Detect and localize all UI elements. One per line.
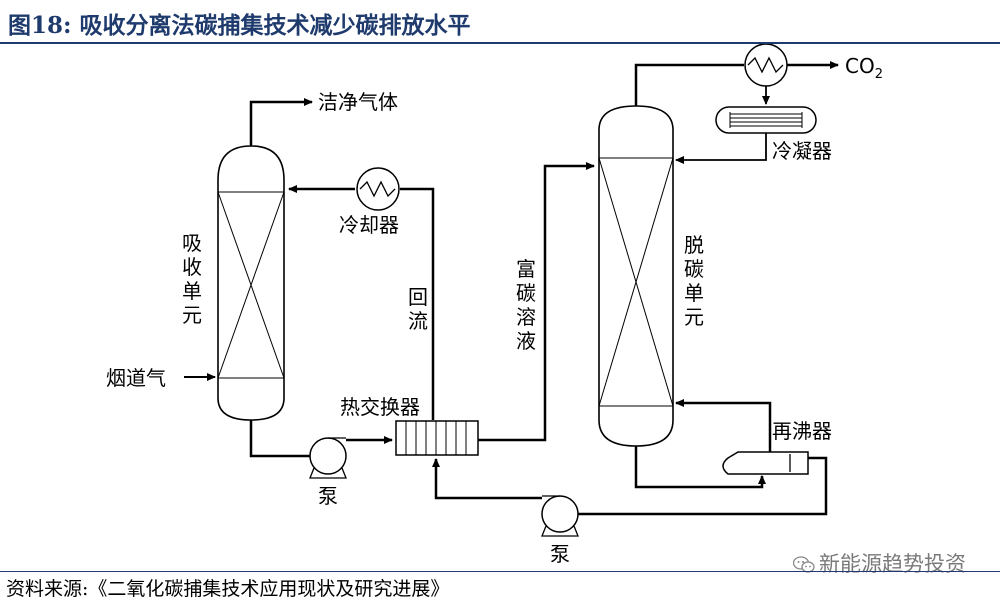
reflux-label-2: 流 [408, 309, 428, 333]
desorber-column [598, 105, 674, 447]
clean-gas-label: 洁净气体 [318, 90, 398, 114]
desorber-label-1: 脱 [684, 233, 704, 257]
clean-gas-line [249, 98, 313, 146]
desorber-top-line [634, 63, 744, 106]
rich-solution-line [478, 162, 595, 442]
title-bar: 图18: 吸收分离法碳捕集技术减少碳排放水平 [0, 0, 1000, 44]
desorber-label-4: 元 [684, 305, 704, 329]
rich-solution-label-3: 溶 [516, 305, 536, 329]
reboiler-vapor-line [675, 399, 772, 452]
desorber-bottom-line [634, 446, 766, 489]
rich-solution-label-1: 富 [516, 257, 536, 281]
cooler-label: 冷却器 [339, 213, 399, 237]
lean-return-line [578, 456, 828, 516]
wechat-icon [793, 556, 815, 573]
desorber-label-3: 单 [684, 281, 704, 305]
pump2-icon [541, 495, 579, 537]
pump-icon [309, 437, 347, 479]
co2-label: CO2 [845, 54, 883, 82]
process-diagram: 吸 收 单 元 洁净气体 烟道气 冷却器 回 流 泵 热交换器 富 碳 溶 液 [106, 44, 883, 566]
absorber-label-3: 单 [182, 279, 202, 303]
absorber-column [217, 145, 285, 421]
title-rule [0, 42, 1000, 44]
cooler-icon [356, 167, 400, 211]
co2-cooler-icon [744, 44, 788, 87]
reboiler-label: 再沸器 [772, 419, 832, 443]
flue-gas-label: 烟道气 [106, 366, 166, 390]
reboiler [722, 451, 809, 475]
rich-solution-label-4: 液 [516, 329, 536, 353]
watermark: 新能源趋势投资 [793, 548, 966, 578]
watermark-text: 新能源趋势投资 [819, 552, 966, 576]
footer-rule [0, 571, 1000, 572]
heat-exchanger-label: 热交换器 [340, 395, 420, 419]
absorber-label-1: 吸 [182, 231, 202, 255]
rich-solution-label-2: 碳 [516, 281, 536, 305]
co2-subscript: 2 [875, 67, 883, 82]
condenser-label: 冷凝器 [772, 139, 832, 163]
reflux-line [400, 187, 435, 420]
co2-main: CO [845, 54, 875, 78]
source-note: 资料来源:《二氧化碳捕集技术应用现状及研究进展》 [6, 578, 450, 600]
heat-exchanger [395, 420, 479, 456]
figure-title: 图18: 吸收分离法碳捕集技术减少碳排放水平 [8, 12, 471, 39]
condenser [715, 106, 817, 134]
condenser-reflux-line [675, 133, 767, 164]
absorber-label-4: 元 [182, 303, 202, 327]
pump-label: 泵 [318, 484, 338, 508]
lean-to-exchanger-line [432, 458, 542, 500]
reflux-label-1: 回 [408, 285, 428, 309]
pump2-label: 泵 [550, 542, 570, 566]
rich-out-line [249, 420, 310, 458]
desorber-label-2: 碳 [684, 257, 704, 281]
absorber-label-2: 收 [182, 255, 202, 279]
